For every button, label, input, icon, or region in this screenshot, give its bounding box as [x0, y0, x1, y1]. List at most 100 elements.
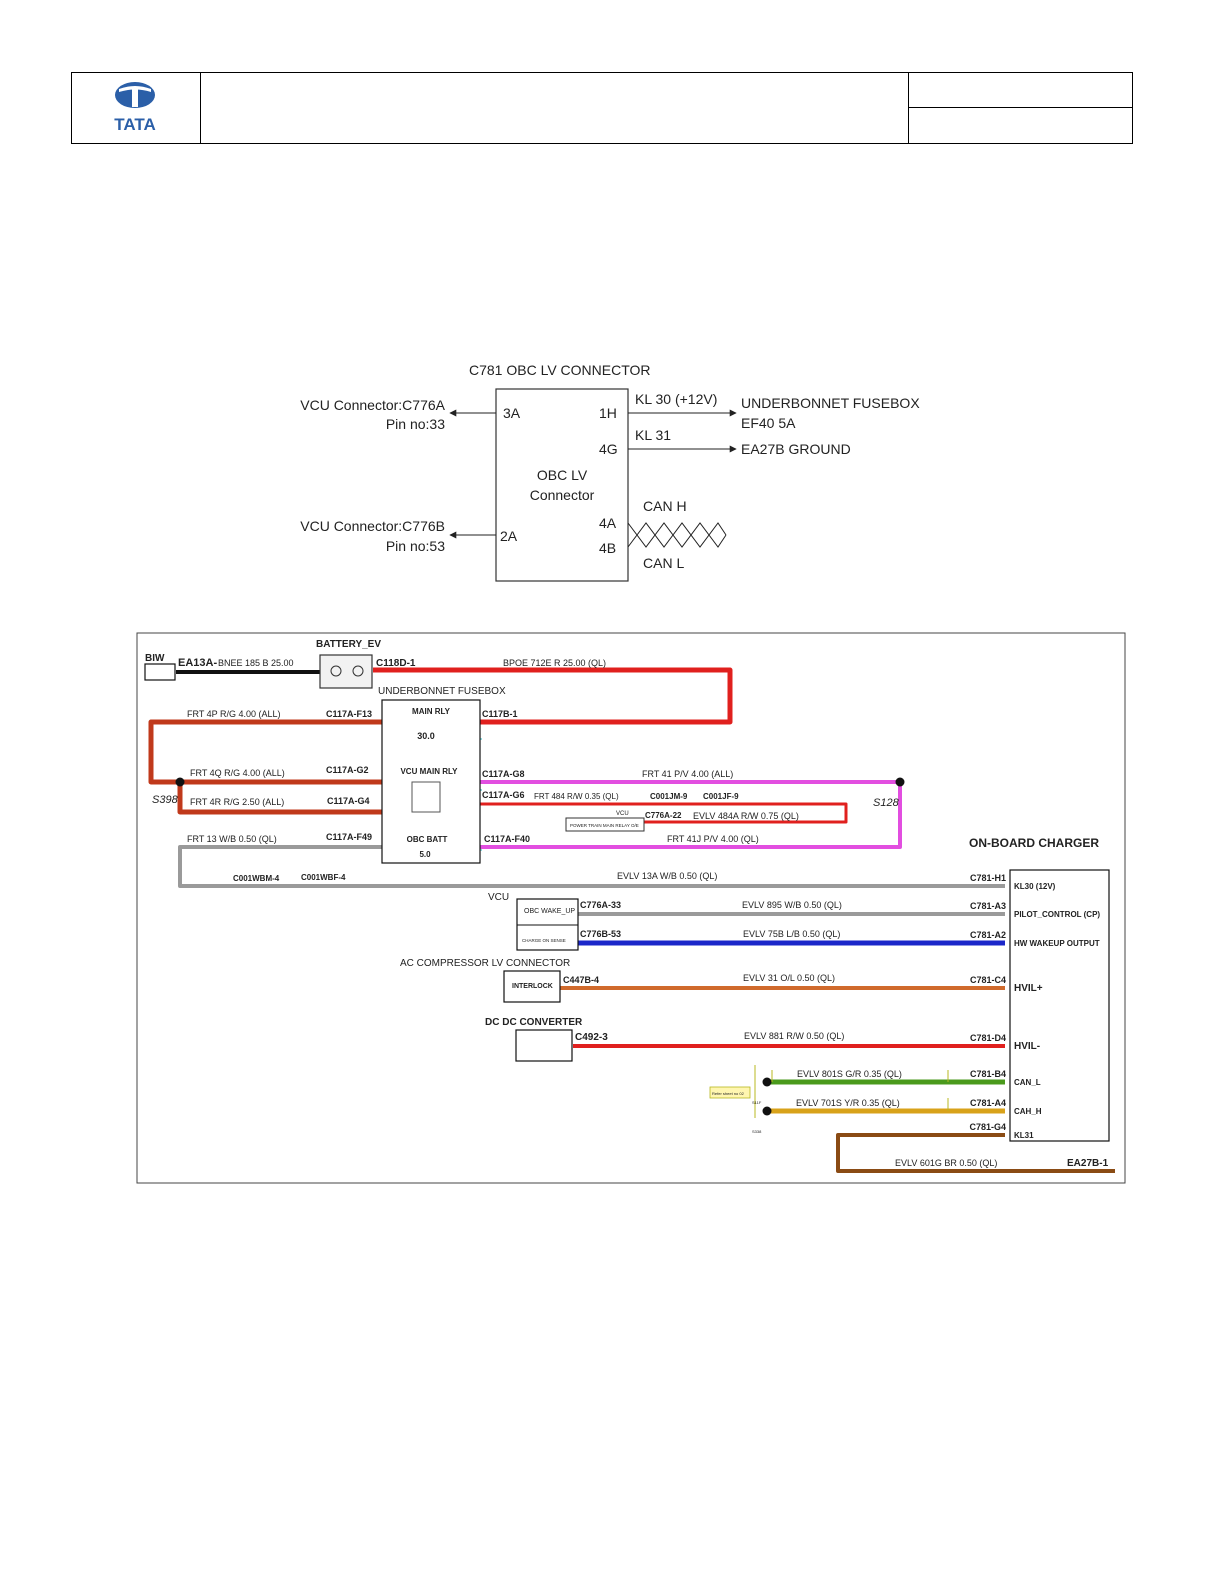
label-frt4q: FRT 4Q R/G 4.00 (ALL) [190, 768, 285, 778]
obc-pin-label-6: CAN_L [1014, 1078, 1041, 1087]
pin-3a: 3A [503, 405, 521, 421]
can-l-label: CAN L [643, 555, 684, 571]
label-c117a-f40: C117A-F40 [484, 834, 530, 844]
obc-connector-5: C781-D4 [970, 1033, 1006, 1043]
obc-connector-2: C781-A3 [970, 901, 1006, 911]
label-c001wbf4: C001WBF-4 [301, 873, 346, 882]
obc-connector-1: C781-H1 [970, 873, 1006, 883]
ac-compressor-box [503, 970, 561, 1003]
label-bnee: BNEE 185 B 25.00 [218, 658, 294, 668]
label-c117a-g4: C117A-G4 [327, 796, 370, 806]
dest-ground: EA27B GROUND [741, 441, 851, 457]
label-obc-wake: OBC WAKE_UP [524, 908, 575, 915]
obc-pin-label-4: HVIL+ [1014, 983, 1043, 994]
label-ac-comp: AC COMPRESSOR LV CONNECTOR [400, 958, 570, 969]
left-1-pin: Pin no:33 [386, 416, 445, 432]
splice-s398 [175, 777, 185, 787]
obc-connector-7: C781-A4 [970, 1098, 1006, 1108]
obc-pin-label-3: HW WAKEUP OUTPUT [1014, 939, 1100, 948]
header-right-cell [908, 73, 1132, 143]
label-evlv31: EVLV 31 O/L 0.50 (QL) [743, 973, 835, 983]
obc-pin-label-7: CAH_H [1014, 1107, 1042, 1116]
obc-box [1009, 869, 1110, 1142]
label-vcu-small: VCU [616, 811, 629, 817]
label-c776b53: C776B-53 [580, 929, 621, 939]
pin-4a: 4A [599, 515, 617, 531]
label-c117a-g2: C117A-G2 [326, 765, 369, 775]
box-label-1: OBC LV [537, 467, 588, 483]
label-ea13a: EA13A- [178, 657, 217, 669]
label-obc: ON-BOARD CHARGER [969, 836, 1099, 850]
wiring-diagram: BIW EA13A- BNEE 185 B 25.00 BATTERY_EV C… [136, 632, 1126, 1184]
label-evlv13a: EVLV 13A W/B 0.50 (QL) [617, 871, 717, 881]
label-dcdc: DC DC CONVERTER [485, 1017, 583, 1028]
label-main-rly: MAIN RLY [412, 707, 451, 716]
wire-frt41 [480, 780, 902, 849]
pin-2a: 2A [500, 528, 518, 544]
label-evlv601g: EVLV 601G BR 0.50 (QL) [895, 1158, 997, 1168]
label-c776a22: C776A-22 [645, 811, 682, 820]
wire-frt4p-4q [148, 719, 382, 785]
label-s128: S128 [873, 797, 900, 809]
dest-ubfb: UNDERBONNET FUSEBOX [741, 395, 920, 411]
obc-connector-3: C781-A2 [970, 930, 1006, 940]
wire-frt484 [480, 802, 848, 824]
pin-4b: 4B [599, 540, 616, 556]
label-charge-sense: CHARGE ON SENSE [522, 938, 566, 943]
logo-cell: TATA [72, 73, 201, 143]
obc-pin-label-2: PILOT_CONTROL (CP) [1014, 910, 1100, 919]
splice-can-h [762, 1106, 772, 1116]
label-c4923: C492-3 [575, 1032, 608, 1043]
wire-bpoe [373, 667, 733, 725]
obc-pin-label-5: HVIL- [1014, 1041, 1040, 1052]
obc-lv-connector-box [495, 388, 629, 582]
label-evlv701s: EVLV 701S Y/R 0.35 (QL) [796, 1098, 900, 1108]
label-c001jf9: C001JF-9 [703, 792, 739, 801]
box-label-2: Connector [530, 487, 595, 503]
can-h-label: CAN H [643, 498, 687, 514]
dcdc-box [515, 1029, 573, 1062]
wire-frt4r [177, 782, 382, 815]
label-evlv75b: EVLV 75B L/B 0.50 (QL) [743, 929, 840, 939]
label-biw: BIW [145, 653, 165, 664]
label-obc-batt: OBC BATT [407, 835, 448, 844]
tata-logo: TATA [114, 82, 156, 134]
label-vcu: VCU [488, 892, 509, 903]
biw-ground-icon [144, 663, 176, 681]
label-frt4p: FRT 4P R/G 4.00 (ALL) [187, 709, 281, 719]
label-c117a-g8: C117A-G8 [482, 769, 525, 779]
wiring-frame [136, 632, 1126, 1184]
label-c117a-g6: C117A-G6 [482, 790, 525, 800]
connector-title: C781 OBC LV CONNECTOR [469, 362, 651, 378]
pin-4g: 4G [599, 441, 618, 457]
label-frt4r: FRT 4R R/G 2.50 (ALL) [190, 797, 284, 807]
splice-can-l [762, 1077, 772, 1087]
label-frt41j: FRT 41J P/V 4.00 (QL) [667, 834, 759, 844]
vcu-main-relay-icon [411, 781, 441, 813]
label-c117a-f49: C117A-F49 [326, 832, 372, 842]
label-frt13: FRT 13 W/B 0.50 (QL) [187, 834, 277, 844]
label-c117b: C117B-1 [482, 709, 518, 719]
label-ubfb: UNDERBONNET FUSEBOX [378, 686, 506, 697]
document-header: TATA [71, 72, 1133, 144]
label-evlv484a: EVLV 484A R/W 0.75 (QL) [693, 811, 799, 821]
label-c776a33: C776A-33 [580, 900, 621, 910]
logo-wordmark: TATA [114, 115, 156, 134]
label-refer-sheet: Refer sheet no 02 [712, 1091, 745, 1096]
label-s-tag2: S338 [752, 1129, 762, 1134]
vcu-small-box [565, 817, 645, 832]
label-frt41: FRT 41 P/V 4.00 (ALL) [642, 769, 733, 779]
label-frt484: FRT 484 R/W 0.35 (QL) [534, 792, 619, 801]
tata-emblem-icon [115, 82, 155, 108]
label-ea27b1: EA27B-1 [1067, 1158, 1109, 1169]
pin-1h: 1H [599, 405, 617, 421]
battery-terminal-pos [352, 665, 364, 677]
label-interlock: INTERLOCK [512, 983, 553, 990]
label-ptr: POWER TRAIN MAIN RELAY O/E [570, 823, 639, 828]
battery-terminal-neg [330, 665, 342, 677]
dest-ef40: EF40 5A [741, 415, 796, 431]
splice-s128 [895, 777, 905, 787]
wire-evlv601g [836, 1133, 1115, 1173]
